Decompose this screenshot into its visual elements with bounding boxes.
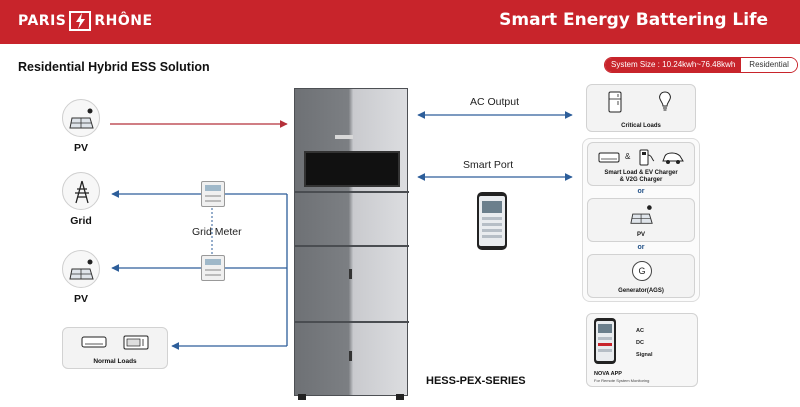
- ev-charger-icon: [639, 149, 655, 166]
- grid-meter-label: Grid Meter: [192, 226, 242, 238]
- or-separator: or: [637, 188, 645, 195]
- generator-icon: G: [632, 261, 652, 281]
- smart-load-label-line1: Smart Load & EV Charger: [604, 170, 678, 176]
- air-conditioner-icon: [598, 152, 620, 163]
- smart-load-label-line2: & V2G Charger: [619, 177, 663, 183]
- battery-series-label: HESS-PEX-SERIES: [426, 375, 526, 387]
- smart-port-label: Smart Port: [463, 159, 514, 171]
- generator-box[interactable]: G Generator(AGS): [587, 254, 695, 298]
- system-size-tag: System Size : 10.24kwh~76.48kwh: [605, 58, 742, 72]
- refrigerator-icon: [608, 91, 622, 113]
- light-bulb-icon: [659, 91, 671, 111]
- electric-car-icon: [662, 152, 684, 164]
- header-title: Smart Energy Battering Life: [499, 10, 768, 30]
- solar-panel-icon: [69, 108, 94, 129]
- brand-name-right: RHÔNE: [94, 13, 153, 29]
- smartphone-icon: [477, 192, 507, 250]
- normal-loads-label: Normal Loads: [93, 358, 137, 365]
- battery-logo-plate: [335, 135, 353, 139]
- brand-name-left: PARIS: [18, 13, 67, 29]
- pv-top-label: PV: [73, 142, 88, 154]
- smart-load-box[interactable]: & Smart Load & EV Charger & V2G Charger: [587, 142, 695, 186]
- pv-bottom-node[interactable]: [62, 250, 100, 288]
- page-subtitle: Residential Hybrid ESS Solution: [18, 60, 210, 74]
- grid-label: Grid: [70, 215, 92, 227]
- pv-option-box[interactable]: PV: [587, 198, 695, 242]
- power-tower-icon: [75, 180, 89, 204]
- solar-panel-icon: [69, 259, 94, 280]
- solar-panel-icon: [630, 205, 653, 224]
- grid-meter-icon: [201, 181, 225, 207]
- pv-bottom-label: PV: [73, 293, 88, 305]
- legend-signal-label: Signal: [636, 352, 653, 358]
- battery-body: [294, 88, 409, 396]
- ampersand-label: &: [625, 152, 631, 161]
- ac-output-label: AC Output: [470, 96, 520, 108]
- nova-app-phone-icon: [594, 318, 616, 364]
- nova-app-subtitle: For Remote System Monitoring: [594, 378, 650, 383]
- header-bar: PARIS RHÔNE Smart Energy Battering Life: [0, 0, 800, 44]
- brand-logo[interactable]: PARIS RHÔNE: [18, 11, 153, 31]
- microwave-icon: [123, 335, 149, 350]
- critical-loads-label: Critical Loads: [621, 123, 661, 129]
- system-tags: System Size : 10.24kwh~76.48kwh Resident…: [604, 57, 798, 73]
- pv-option-label: PV: [636, 232, 645, 238]
- air-conditioner-icon: [81, 336, 107, 348]
- battery-display: [304, 151, 400, 187]
- nova-app-title: NOVA APP: [594, 371, 622, 377]
- legend-dc-label: DC: [636, 340, 644, 346]
- critical-loads-box[interactable]: Critical Loads: [586, 84, 696, 132]
- door-handle-icon: [349, 351, 352, 361]
- or-separator: or: [637, 244, 645, 251]
- lightning-bolt-icon: [69, 11, 92, 31]
- battery-cabinet[interactable]: [294, 88, 409, 400]
- pv-top-node[interactable]: [62, 99, 100, 137]
- grid-node[interactable]: [62, 172, 100, 210]
- door-handle-icon: [349, 269, 352, 279]
- normal-loads-box[interactable]: Normal Loads: [62, 327, 168, 369]
- legend-ac-label: AC: [636, 328, 644, 334]
- grid-meter-icon: [201, 255, 225, 281]
- residential-tag: Residential: [741, 58, 797, 72]
- generator-label: Generator(AGS): [618, 288, 664, 294]
